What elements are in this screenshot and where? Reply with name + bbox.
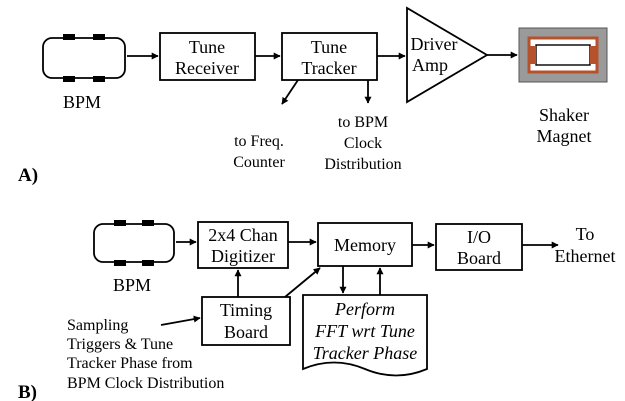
timing-board-label-2: Board xyxy=(224,322,268,342)
digitizer-label-1: 2x4 Chan xyxy=(208,225,278,245)
io-board-box xyxy=(435,223,523,271)
tune-tracker-label-1: Tune xyxy=(311,37,347,57)
ethernet-label-1: To xyxy=(576,224,595,244)
fft-label-3: Tracker Phase xyxy=(313,343,417,363)
timing-board-label-1: Timing xyxy=(220,300,272,320)
bpm-clock-label-3: Distribution xyxy=(324,156,401,173)
shaker-magnet-label-2: Magnet xyxy=(537,126,592,146)
bpm-b-icon xyxy=(93,220,175,266)
digitizer-box xyxy=(197,221,289,269)
arrow-to-freq-counter xyxy=(281,79,299,105)
driver-amp-label-2: Amp xyxy=(412,55,448,75)
panel-b: BPM 2x4 Chan Digitizer Memory I/O Board … xyxy=(18,220,615,401)
timing-board-box xyxy=(201,296,291,346)
sampling-label-1: Sampling xyxy=(67,317,128,334)
freq-counter-label-2: Counter xyxy=(233,154,285,171)
tune-receiver-label-1: Tune xyxy=(189,37,225,57)
shaker-magnet-icon xyxy=(518,27,608,83)
arrow-timing-to-memory xyxy=(284,267,321,298)
sampling-label-4: BPM Clock Distribution xyxy=(67,375,224,392)
sampling-label-2: Triggers & Tune xyxy=(67,336,173,353)
shaker-magnet-label-1: Shaker xyxy=(539,105,589,125)
bpm-a-label: BPM xyxy=(63,92,101,112)
memory-label: Memory xyxy=(334,235,396,255)
io-board-label-1: I/O xyxy=(467,227,491,247)
ethernet-label-2: Ethernet xyxy=(555,246,616,266)
bpm-a-icon xyxy=(42,34,126,82)
panel-a: BPM Tune Receiver Tune Tracker Driver Am… xyxy=(18,6,608,186)
io-board-label-2: Board xyxy=(457,248,501,268)
bpm-clock-label-1: to BPM xyxy=(338,114,388,131)
tune-receiver-label-2: Receiver xyxy=(175,58,239,78)
arrow-sampling-to-timing xyxy=(160,315,201,326)
fft-box xyxy=(302,294,428,377)
sampling-label-3: Tracker Phase from xyxy=(67,355,193,372)
bpm-b-label: BPM xyxy=(113,275,151,295)
panel-a-label: A) xyxy=(18,165,38,186)
panel-b-label: B) xyxy=(18,382,37,401)
memory-box xyxy=(317,222,413,267)
driver-amp-triangle xyxy=(406,6,489,104)
fft-label-2: FFT wrt Tune xyxy=(314,321,415,341)
tune-tracker-label-2: Tracker xyxy=(301,58,356,78)
fft-label-1: Perform xyxy=(334,299,395,319)
bpm-clock-label-2: Clock xyxy=(344,135,382,152)
driver-amp-label-1: Driver xyxy=(411,34,458,54)
freq-counter-label-1: to Freq. xyxy=(234,133,284,150)
digitizer-label-2: Digitizer xyxy=(211,246,275,266)
